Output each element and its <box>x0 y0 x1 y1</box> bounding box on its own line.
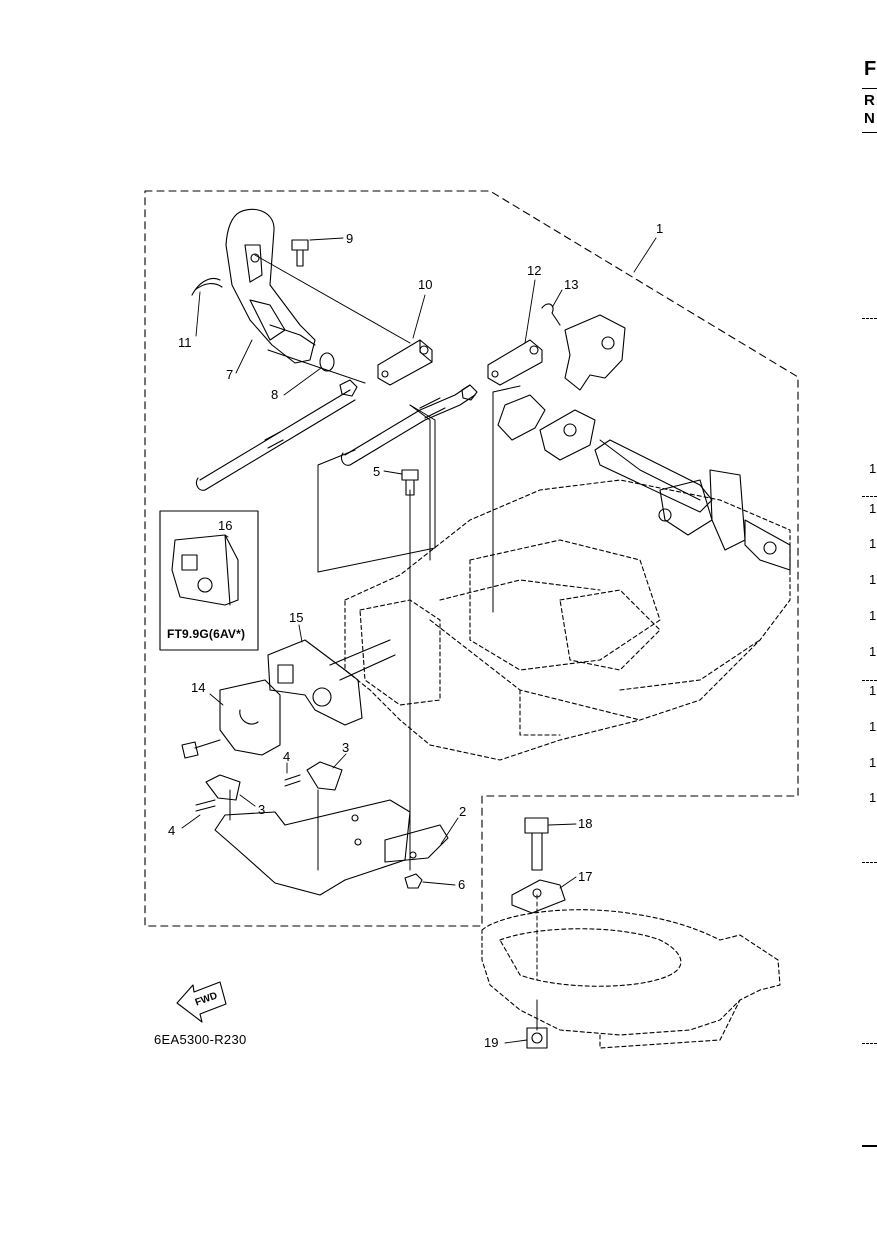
callout-4-upper: 4 <box>283 749 291 764</box>
edge-rule <box>862 1145 877 1147</box>
callout-6: 6 <box>458 877 466 892</box>
assembly-boundary <box>144 190 799 927</box>
callout-9: 9 <box>346 231 354 246</box>
clamp-bracket <box>481 909 781 1049</box>
callout-14: 14 <box>191 680 206 695</box>
callout-5: 5 <box>373 464 381 479</box>
edge-fragment-num: 1 <box>869 790 877 805</box>
cable-joint-12 <box>461 339 543 401</box>
nut-6 <box>404 873 423 889</box>
engine-mount-body <box>344 479 791 761</box>
edge-rule <box>862 318 877 319</box>
plate-2 <box>214 799 449 896</box>
callout-3-lower: 3 <box>258 802 266 817</box>
drawing-code: 6EA5300-R230 <box>154 1032 247 1047</box>
callout-19: 19 <box>484 1035 499 1050</box>
bracket-15 <box>267 639 396 726</box>
plate-17 <box>511 879 566 914</box>
o-ring-8 <box>319 352 335 372</box>
callout-15: 15 <box>289 610 304 625</box>
callout-7: 7 <box>226 367 234 382</box>
pin-4-upper <box>284 774 301 787</box>
callout-18: 18 <box>578 816 593 831</box>
callout-11: 11 <box>178 335 192 350</box>
clip-13 <box>541 303 561 326</box>
bracket-14 <box>181 679 281 759</box>
callout-leaders <box>181 237 657 1044</box>
edge-fragment-f: F <box>864 58 877 80</box>
bolt-9 <box>291 239 309 267</box>
callout-3-upper: 3 <box>342 740 350 755</box>
inset-model-label: FT9.9G(6AV*) <box>167 627 246 641</box>
edge-fragment-num: 1 <box>869 644 877 659</box>
edge-rule <box>862 1043 877 1044</box>
bolt-5 <box>401 469 419 496</box>
callout-1: 1 <box>656 221 664 236</box>
pin-4-lower <box>195 799 216 812</box>
nut-8 <box>339 379 358 397</box>
bracket-16 <box>171 534 239 606</box>
edge-rule <box>862 680 877 681</box>
edge-fragment-num: 1 <box>869 719 877 734</box>
cable-routing-lines <box>229 254 701 1031</box>
edge-rule <box>862 862 877 863</box>
edge-fragment-n: N <box>864 110 875 127</box>
edge-rule <box>862 88 877 89</box>
callout-4-lower: 4 <box>168 823 176 838</box>
edge-fragment-num: 1 <box>869 572 877 587</box>
nut-19 <box>526 1027 548 1049</box>
edge-fragment-num: 1 <box>869 501 877 516</box>
edge-fragment-num: 1 <box>869 608 877 623</box>
throttle-cables <box>195 384 476 491</box>
callout-10: 10 <box>418 277 433 292</box>
cotter-pin-11 <box>191 277 223 296</box>
callout-2: 2 <box>459 804 467 819</box>
bolt-18 <box>524 817 549 871</box>
edge-rule <box>862 132 877 133</box>
clamp-3-upper <box>306 761 343 791</box>
control-shaft-assembly <box>594 439 791 571</box>
edge-fragment-num: 1 <box>869 683 877 698</box>
clamp-3-lower <box>205 774 241 801</box>
edge-fragment-r: R <box>864 92 875 109</box>
throttle-link-arm <box>497 314 626 461</box>
fwd-arrow <box>176 981 227 1023</box>
edge-fragment-num: 1 <box>869 755 877 770</box>
callout-17: 17 <box>578 869 593 884</box>
edge-fragment-num: 1 <box>869 461 877 476</box>
callout-8: 8 <box>271 387 279 402</box>
inset-box <box>159 510 259 651</box>
callout-12: 12 <box>527 263 542 278</box>
control-lever <box>225 208 316 364</box>
callout-13: 13 <box>564 277 579 292</box>
callout-16: 16 <box>218 518 233 533</box>
cable-joint-10 <box>377 339 433 386</box>
edge-rule <box>862 496 877 497</box>
edge-fragment-num: 1 <box>869 536 877 551</box>
